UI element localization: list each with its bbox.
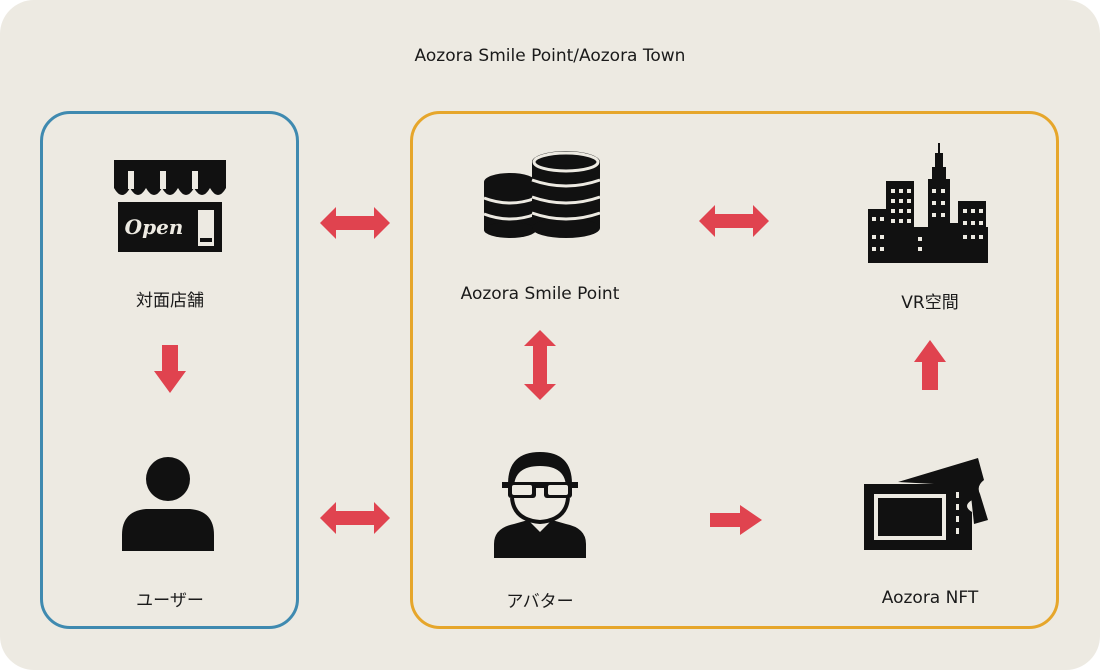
arrow-store-user: [154, 345, 186, 393]
physical-group-box: [40, 111, 299, 629]
user-label: ユーザー: [136, 591, 204, 611]
points-label: Aozora Smile Point: [460, 284, 620, 304]
arrow-store-points: [320, 207, 390, 239]
avatar-icon: [494, 452, 586, 558]
avatar-label: アバター: [506, 592, 574, 612]
arrow-points-avatar: [524, 330, 556, 400]
arrow-avatar-nft: [710, 505, 762, 535]
shop-icon: Open: [114, 160, 226, 252]
shop-sign-text: Open: [125, 215, 184, 239]
coins-icon: [483, 151, 601, 238]
arrow-points-vr: [699, 205, 769, 237]
arrow-nft-vr: [914, 340, 946, 390]
arrow-user-avatar: [320, 502, 390, 534]
ticket-icon: [864, 458, 988, 550]
store-label: 対面店舗: [136, 291, 204, 311]
city-icon: [868, 143, 988, 263]
vr-label: VR空間: [901, 293, 959, 313]
diagram-title: Aozora Smile Point/Aozora Town: [414, 46, 686, 66]
nft-label: Aozora NFT: [881, 588, 979, 608]
digital-group-box: [410, 111, 1059, 629]
user-icon: [122, 457, 214, 551]
